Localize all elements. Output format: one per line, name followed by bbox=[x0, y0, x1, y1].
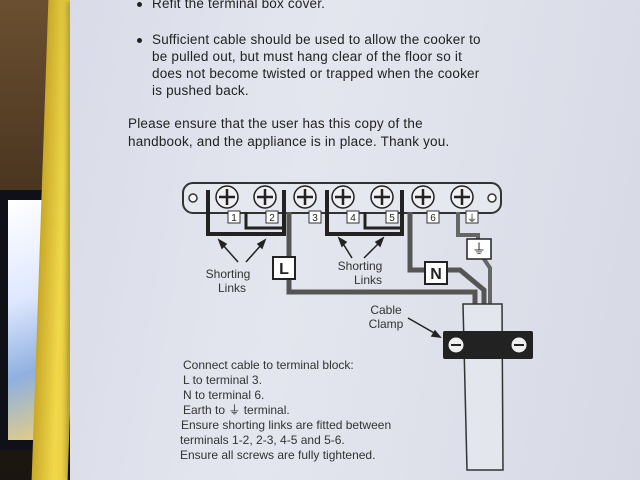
instruction-line-4: Earth to ⏚ terminal. bbox=[183, 403, 290, 417]
terminal-number-5: 5 bbox=[389, 213, 395, 224]
shorting-links-left-line2: Links bbox=[218, 281, 246, 295]
earth-label: ⏚ bbox=[472, 242, 486, 258]
bullet-refit: Refit the terminal box cover. bbox=[152, 0, 326, 11]
shorting-link-right bbox=[325, 190, 404, 236]
cable-clamp-line2: Clamp bbox=[369, 317, 404, 331]
mount-hole bbox=[188, 193, 198, 203]
terminal-number-6: 6 bbox=[430, 213, 436, 224]
shorting-link-left bbox=[206, 190, 286, 236]
bullet-cable-line-4: is pushed back. bbox=[152, 83, 249, 98]
neutral-label: N bbox=[430, 266, 442, 283]
cable-clamp-line1: Cable bbox=[370, 303, 402, 317]
instruction-line-6: terminals 1-2, 2-3, 4-5 and 5-6. bbox=[180, 433, 345, 447]
instruction-line-3: N to terminal 6. bbox=[183, 388, 265, 402]
shorting-links-right-line2: Links bbox=[354, 273, 382, 287]
terminal-number-4: 4 bbox=[350, 213, 356, 224]
instruction-line-7: Ensure all screws are fully tightened. bbox=[180, 448, 376, 462]
cable-clamp bbox=[443, 331, 533, 359]
bullet-cable-line-2: be pulled out, but must hang clear of th… bbox=[152, 49, 463, 64]
shorting-links-left-line1: Shorting bbox=[206, 267, 251, 281]
note-line-1: Please ensure that the user has this cop… bbox=[128, 116, 423, 131]
terminal-number-1: 1 bbox=[231, 213, 237, 224]
handbook-page bbox=[70, 0, 640, 480]
bullet-dot bbox=[137, 38, 142, 43]
neutral-wire bbox=[407, 212, 487, 305]
live-label: L bbox=[279, 261, 289, 278]
bullet-cable-line-3: does not become twisted or trapped when … bbox=[152, 66, 480, 81]
instruction-line-5: Ensure shorting links are fitted between bbox=[181, 418, 392, 432]
terminal-number-2: 2 bbox=[269, 213, 275, 224]
earth-terminal-symbol: ⏚ bbox=[467, 213, 477, 225]
note-line-2: handbook, and the appliance is in place.… bbox=[128, 134, 450, 149]
live-wire bbox=[286, 212, 478, 305]
shorting-links-right-line1: Shorting bbox=[338, 259, 383, 273]
instruction-line-2: L to terminal 3. bbox=[183, 373, 262, 387]
cable-sheath bbox=[462, 303, 504, 471]
instruction-line-1: Connect cable to terminal block: bbox=[183, 358, 354, 372]
mount-hole bbox=[487, 193, 497, 203]
bullet-cable-line-1: Sufficient cable should be used to allow… bbox=[152, 32, 481, 47]
terminal-number-3: 3 bbox=[312, 213, 318, 224]
bullet-dot bbox=[137, 2, 142, 7]
